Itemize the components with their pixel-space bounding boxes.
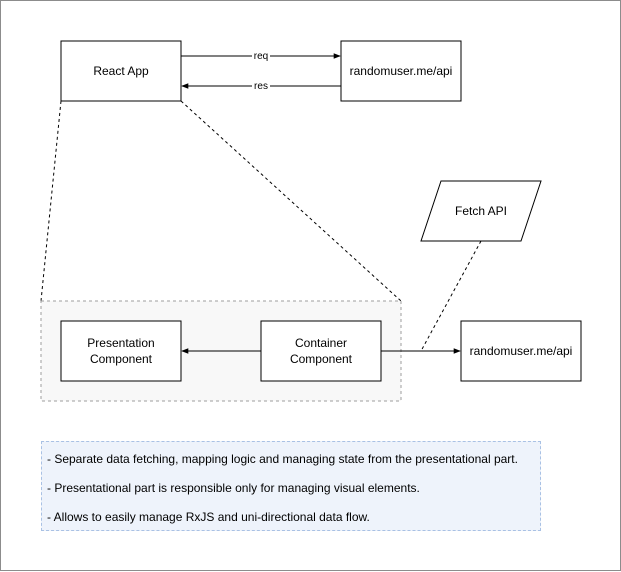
react-app-node[interactable]: React App xyxy=(60,40,182,102)
response-label: res xyxy=(254,81,268,92)
container-label-line1: Container xyxy=(295,336,347,350)
api-bottom-node[interactable]: randomuser.me/api xyxy=(460,320,582,382)
react-app-label: React App xyxy=(93,64,149,78)
api-bottom-label: randomuser.me/api xyxy=(470,344,573,358)
note-item: - Separate data fetching, mapping logic … xyxy=(47,452,518,466)
container-label-line2: Component xyxy=(290,352,353,366)
api-top-label: randomuser.me/api xyxy=(350,64,453,78)
api-top-node[interactable]: randomuser.me/api xyxy=(340,40,462,102)
response-label-bg xyxy=(252,80,270,91)
note-item: - Presentational part is responsible onl… xyxy=(47,481,420,495)
container-component-node[interactable]: Container Component xyxy=(260,320,382,382)
presentation-component-node[interactable]: Presentation Component xyxy=(60,320,182,382)
notes-box: - Separate data fetching, mapping logic … xyxy=(41,441,541,531)
request-label-bg xyxy=(252,50,270,61)
fetch-api-connector xyxy=(420,240,482,352)
request-label: req xyxy=(254,51,268,62)
zoom-line-left xyxy=(40,100,62,302)
zoom-line-right xyxy=(180,100,402,302)
fetch-api-label: Fetch API xyxy=(455,204,507,218)
note-item: - Allows to easily manage RxJS and uni-d… xyxy=(47,510,370,524)
presentation-label-line1: Presentation xyxy=(87,336,154,350)
presentation-label-line2: Component xyxy=(90,352,153,366)
fetch-api-node[interactable]: Fetch API xyxy=(420,180,542,242)
